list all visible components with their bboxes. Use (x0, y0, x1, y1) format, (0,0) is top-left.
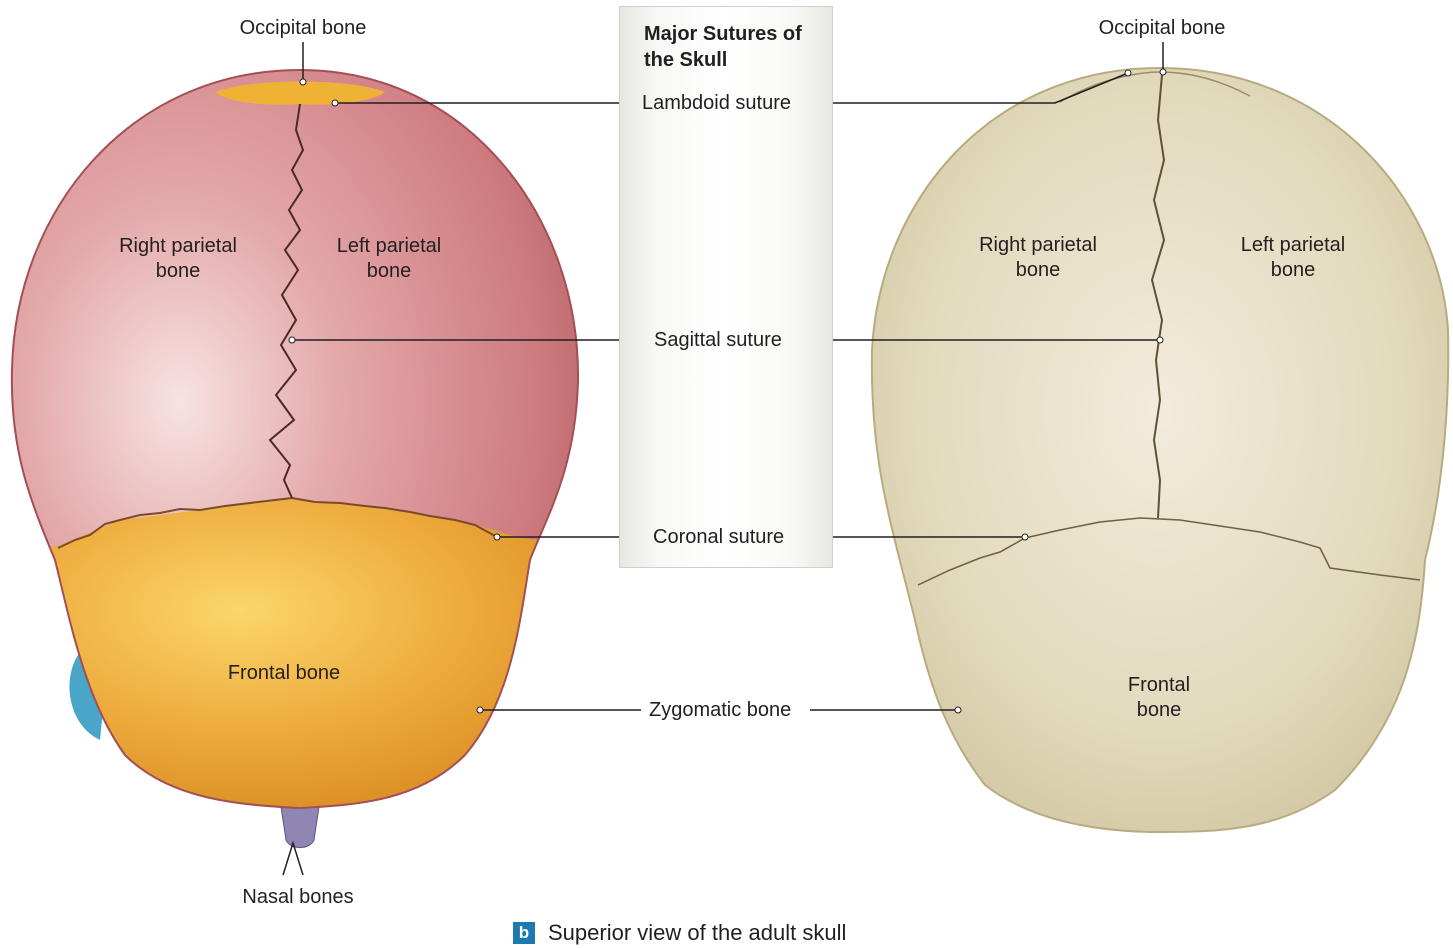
sagittal-suture-label: Sagittal suture (654, 328, 782, 353)
right-parietal-label-left: Right parietal bone (98, 234, 258, 284)
caption-badge: b (513, 922, 535, 944)
frontal-bone-shape (0, 498, 600, 820)
figure-caption: b Superior view of the adult skull (513, 920, 846, 946)
right-parietal-label-right: Right parietal bone (958, 233, 1118, 283)
frontal-bone-label-left: Frontal bone (204, 661, 364, 686)
frontal-bone-label-right: Frontal bone (1099, 673, 1219, 723)
occipital-bone-label-left: Occipital bone (224, 16, 382, 41)
left-parietal-label-left: Left parietal bone (310, 234, 468, 284)
nasal-bones-label: Nasal bones (218, 885, 378, 910)
illustrated-skull (0, 60, 600, 848)
panel-title: Major Sutures of the Skull (644, 21, 802, 73)
coronal-suture-label: Coronal suture (653, 525, 784, 550)
lambdoid-suture-label: Lambdoid suture (642, 91, 791, 116)
zygomatic-bone-label: Zygomatic bone (649, 698, 791, 723)
occipital-bone-label-right: Occipital bone (1082, 16, 1242, 41)
left-parietal-label-right: Left parietal bone (1213, 233, 1373, 283)
caption-text: Superior view of the adult skull (548, 920, 846, 946)
